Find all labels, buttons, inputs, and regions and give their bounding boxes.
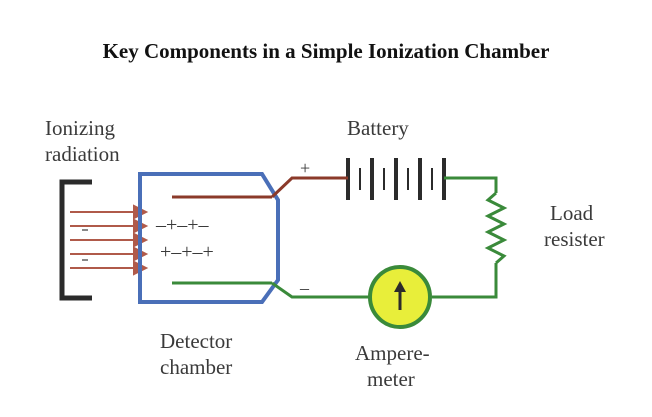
label-battery: Battery [347, 116, 409, 140]
label-load-line-2: resister [544, 227, 605, 251]
label-detector-line-1: Detector [160, 329, 233, 353]
radiation-source-bracket [59, 179, 92, 301]
label-ampere-line-1: Ampere- [355, 341, 430, 365]
label-detector-chamber: Detector chamber [160, 328, 232, 380]
label-ionizing-line-1: Ionizing [45, 116, 115, 140]
negative-terminal-label: – [300, 278, 309, 298]
label-load-resister: Load resister [544, 200, 605, 252]
label-ampere-line-2: meter [367, 367, 415, 391]
label-detector-line-2: chamber [160, 355, 233, 379]
positive-terminal-label: + [300, 158, 311, 178]
negative-wire [271, 281, 370, 299]
positive-wire [270, 176, 340, 199]
ammeter-arrowhead [394, 281, 406, 292]
diagram-title: Key Components in a Simple Ionization Ch… [102, 39, 550, 63]
detector-chamber-wall [138, 172, 280, 304]
chamber-charges-row-2: +–+–+ [160, 241, 214, 263]
chamber-charges-row-1: –+–+– [156, 214, 209, 236]
battery-cells [346, 158, 446, 200]
label-ionizing-line-2: radiation [45, 142, 120, 166]
label-amperemeter: Ampere- meter [355, 340, 430, 392]
top-right-wire [444, 176, 498, 193]
right-wire [432, 263, 498, 299]
label-load-line-1: Load [550, 201, 594, 225]
radiation-arrows [70, 204, 149, 276]
label-ionizing-radiation: Ionizing radiation [45, 115, 120, 167]
load-resistor-zigzag [484, 191, 508, 265]
